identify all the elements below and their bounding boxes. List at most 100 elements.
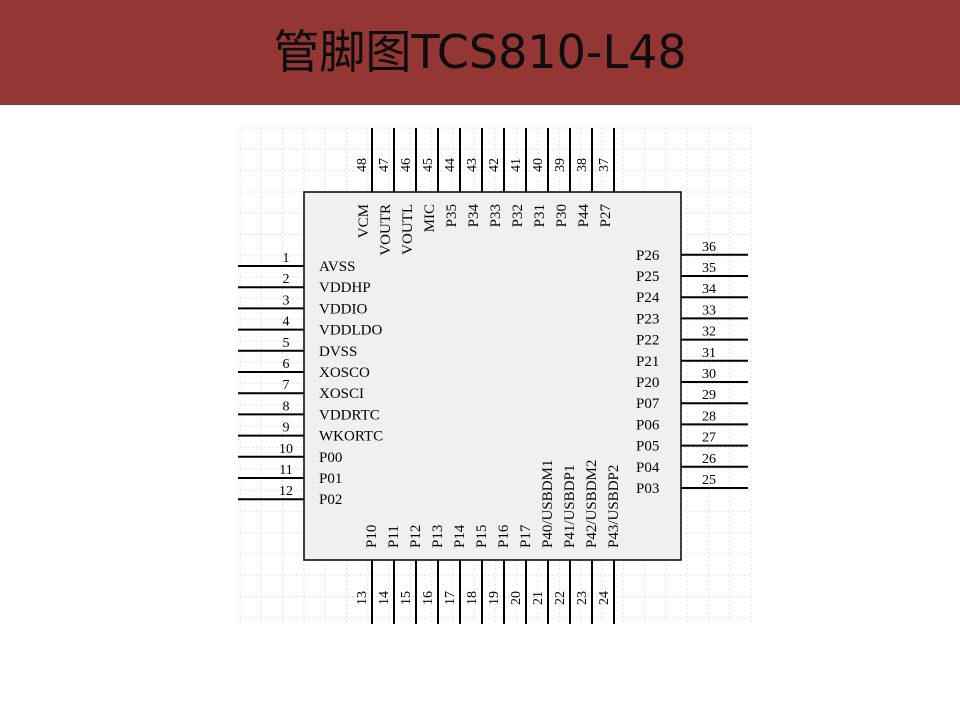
pin-number: 18 [465,591,480,605]
pin-label: MIC [422,204,438,232]
pin-number: 1 [283,251,290,266]
pin-label: P27 [598,204,614,228]
pin-number: 28 [702,409,716,424]
pin-label: P41/USBDP1 [562,465,578,548]
pin-label: P34 [466,204,482,228]
pin-label: P14 [452,524,468,548]
pin-number: 31 [702,346,716,361]
chip-body [303,191,682,561]
pin-label: P40/USBDM1 [540,460,556,548]
pin-number: 30 [702,367,716,382]
pin-number: 17 [443,591,458,605]
pin-label: VDDHP [319,280,371,296]
pin-label: VCM [356,204,372,238]
pin-label: P30 [554,204,570,227]
pin-label: XOSCI [319,386,364,402]
pin-number: 47 [377,158,392,172]
pin-number: 45 [421,158,436,172]
pin-label: P03 [636,481,659,497]
pin-label: VOUTL [400,204,416,255]
pin-label: P24 [636,290,660,306]
pin-label: DVSS [319,344,357,360]
pin-label: P00 [319,450,342,466]
pin-label: P20 [636,375,659,391]
pin-number: 42 [487,158,502,172]
pin-label: VDDRTC [319,407,380,423]
pin-number: 44 [443,158,458,172]
pin-number: 2 [283,272,290,287]
pin-number: 13 [355,591,370,605]
pin-label: P35 [444,204,460,227]
pin-number: 25 [702,473,716,488]
pin-number: 10 [279,442,293,457]
pin-label: P10 [364,525,380,548]
pin-label: P15 [474,525,490,548]
pin-label: XOSCO [319,365,370,381]
pin-label: P13 [430,525,446,548]
pin-number: 5 [283,336,290,351]
pin-label: P31 [532,204,548,227]
pin-number: 26 [702,452,716,467]
pin-number: 36 [702,240,716,255]
pin-label: P33 [488,204,504,227]
pin-number: 14 [377,591,392,605]
pin-number: 33 [702,303,716,318]
pin-number: 46 [399,158,414,172]
pin-label: P25 [636,269,659,285]
pin-number: 15 [399,591,414,605]
pin-number: 29 [702,388,716,403]
pin-number: 40 [531,158,546,172]
pin-number: 34 [702,282,716,297]
pin-number: 27 [702,431,716,446]
pin-label: P02 [319,492,342,508]
pin-label: WKORTC [319,429,383,445]
pin-label: P22 [636,333,659,349]
pin-label: AVSS [319,259,355,275]
pin-number: 11 [279,463,292,478]
pin-label: VDDLDO [319,323,382,339]
page-title: 管脚图TCS810-L48 [273,25,687,79]
pin-number: 24 [597,591,612,605]
pin-label: P06 [636,417,660,433]
pin-number: 43 [465,158,480,172]
pin-number: 48 [355,158,370,172]
pin-number: 7 [283,378,290,393]
pin-number: 19 [487,591,502,605]
pin-number: 38 [575,158,590,172]
pin-number: 21 [531,591,546,605]
pin-label: P43/USBDP2 [606,465,622,548]
pin-number: 37 [597,158,612,172]
pin-label: P26 [636,248,660,264]
pin-number: 39 [553,158,568,172]
pin-label: VDDIO [319,301,367,317]
pin-label: VOUTR [378,204,394,256]
pin-label: P04 [636,460,660,476]
pin-number: 23 [575,591,590,605]
pin-label: P07 [636,396,660,412]
pin-label: P01 [319,471,342,487]
pin-label: P11 [386,525,402,548]
pin-number: 32 [702,325,716,340]
pin-label: P23 [636,311,659,327]
title-bar [0,0,960,105]
pin-number: 41 [509,158,524,172]
pin-number: 22 [553,591,568,605]
pin-number: 4 [283,315,290,330]
pin-number: 3 [283,293,290,308]
pin-number: 20 [509,591,524,605]
pin-number: 8 [283,399,290,414]
pin-number: 16 [421,591,436,605]
pin-number: 35 [702,261,716,276]
pin-label: P44 [576,204,592,228]
pin-label: P21 [636,354,659,370]
pin-number: 6 [283,357,290,372]
pin-label: P17 [518,524,534,548]
pin-label: P42/USBDM2 [584,460,600,548]
pin-label: P16 [496,524,512,548]
pin-number: 12 [279,484,293,499]
pin-label: P05 [636,439,659,455]
pin-label: P32 [510,204,526,227]
pin-number: 9 [283,421,290,436]
